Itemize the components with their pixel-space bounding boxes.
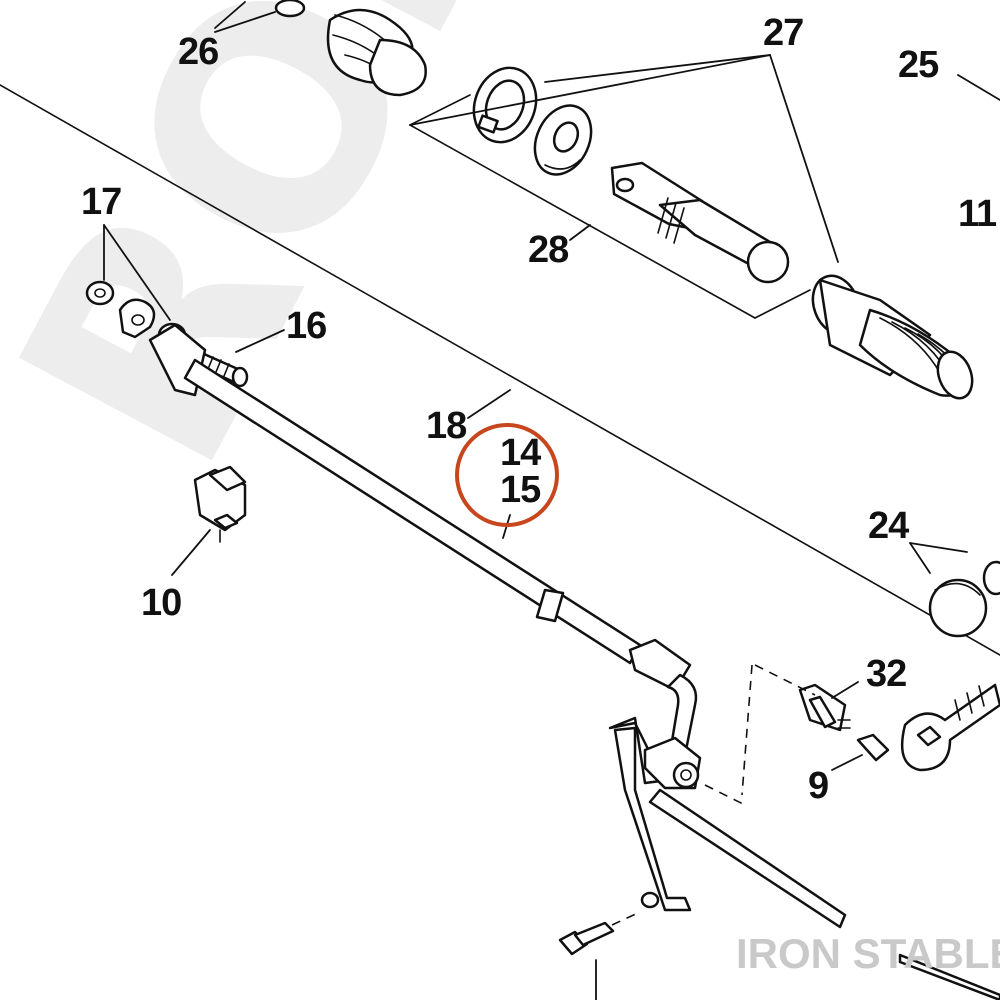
callout-18: 18 — [426, 405, 466, 447]
callout-15: 15 — [500, 469, 541, 511]
caps-part-24 — [928, 560, 1000, 638]
callout-16: 16 — [286, 305, 326, 347]
brake-pedal-bracket — [608, 716, 1000, 1000]
callout-9: 9 — [808, 765, 828, 807]
clip-part-10 — [193, 465, 247, 543]
callout-10: 10 — [141, 582, 181, 624]
washer-part-27 — [533, 104, 593, 176]
switch-part-32 — [798, 683, 851, 732]
adjuster-part-11 — [811, 274, 974, 400]
callout-labels: 26 27 25 17 28 11 16 18 14 15 24 10 32 9 — [81, 12, 998, 807]
pedal-bolt — [558, 911, 641, 956]
highlight-circle — [455, 423, 559, 527]
terminal-part-9 — [856, 733, 890, 762]
brake-rod-part-18 — [148, 323, 698, 757]
pivot-bolt — [900, 683, 1000, 772]
watermark-label: IRON STABLE — [736, 930, 1000, 977]
callout-25: 25 — [898, 44, 939, 86]
callout-27: 27 — [763, 12, 803, 54]
switch-dash-lines — [704, 664, 816, 806]
callout-17: 17 — [81, 181, 121, 223]
callout-14: 14 — [500, 432, 541, 474]
callout-28: 28 — [528, 229, 568, 271]
callout-26: 26 — [178, 31, 218, 73]
spring-part-26 — [274, 0, 427, 97]
callout-32: 32 — [866, 653, 906, 695]
retaining-ring-part-27 — [472, 66, 538, 144]
assembly-outline — [0, 84, 1000, 656]
callout-11: 11 — [958, 193, 997, 235]
clevis-pin-part-28 — [610, 161, 790, 284]
leader-lines — [103, 1, 1000, 1000]
callout-24: 24 — [868, 505, 909, 547]
